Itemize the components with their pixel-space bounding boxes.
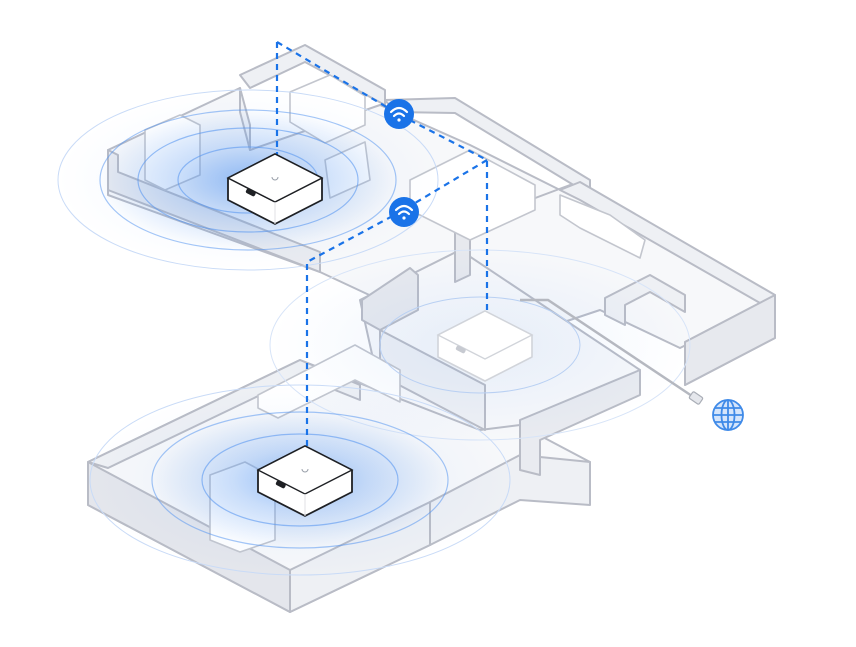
router-main (226, 153, 324, 225)
port-icon (245, 188, 256, 197)
link-satellite-to-main (305, 159, 488, 462)
globe-icon (712, 399, 744, 431)
wifi-icon (394, 204, 414, 220)
wifi-badge-top (384, 99, 414, 129)
status-led-icon (301, 468, 309, 473)
mesh-links (275, 41, 489, 462)
status-led-icon (271, 176, 279, 181)
wifi-icon (389, 106, 409, 122)
router-gateway (436, 310, 534, 382)
router-satellite (256, 445, 354, 517)
port-icon (455, 345, 466, 354)
wifi-badge-middle (389, 197, 419, 227)
ethernet-cable (520, 298, 704, 405)
link-main-to-gateway (276, 41, 489, 332)
counter-kitchen (559, 194, 646, 259)
port-icon (275, 480, 286, 489)
